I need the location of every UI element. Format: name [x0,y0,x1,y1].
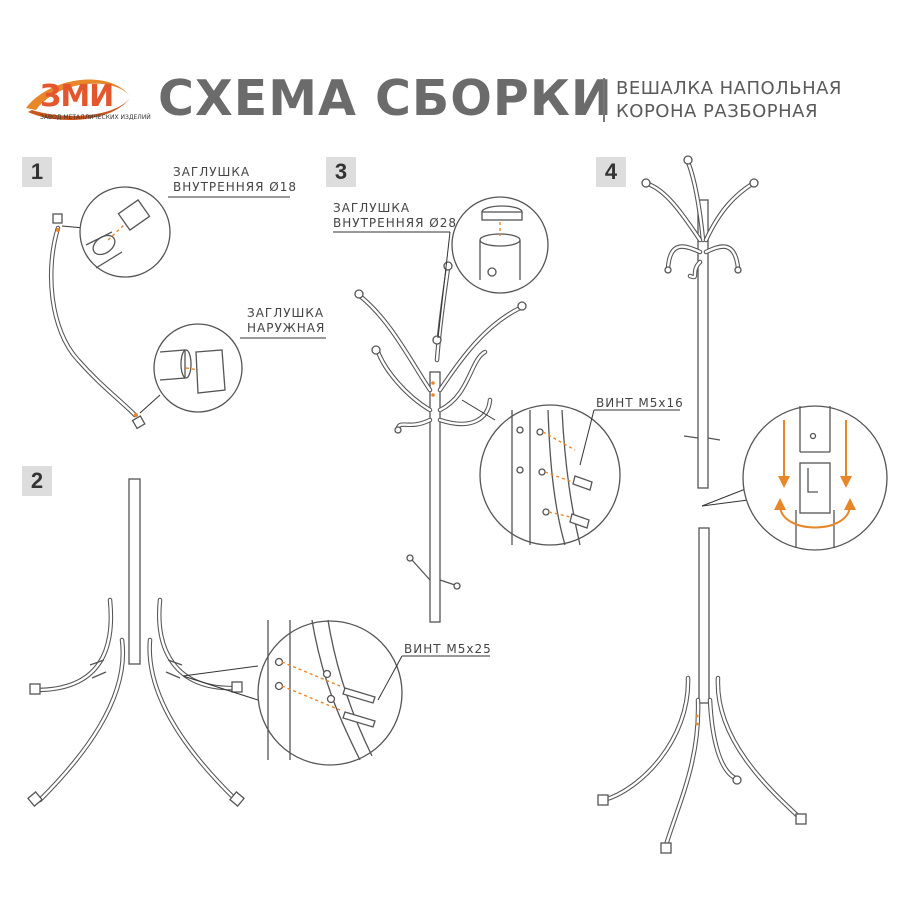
product-name-line1: ВЕШАЛКА НАПОЛЬНАЯ [616,78,842,99]
logo-subtext: ЗАВОД МЕТАЛЛИЧЕСКИХ ИЗДЕЛИЙ [40,114,151,121]
callout-outer-cap [139,323,326,414]
logo-swoosh [26,79,130,121]
label-outer-cap-line2: НАРУЖНАЯ [247,321,326,335]
page-title: СХЕМА СБОРКИ [158,70,613,127]
screw-m5x16-a [572,475,593,491]
pole-bottom-section [698,527,710,704]
step-2-badge: 2 [22,466,52,496]
callout-pole-join [701,405,888,551]
label-inner-cap-28-line1: ЗАГЛУШКА [333,201,411,215]
callout-screw-m5x25 [257,619,490,766]
step-3-crown [354,261,527,623]
outer-cap-detail [195,349,226,394]
screw-m5x25-bottom [342,711,376,728]
callout-screw-m5x16 [461,399,680,546]
label-screw-m5x16: ВИНТ М5х16 [596,396,684,410]
pole-lower [128,478,141,665]
screw-m5x25-top [342,687,376,704]
callout-inner-cap-28 [333,196,549,339]
label-inner-cap-28-line2: ВНУТРЕННЯЯ Ø28 [333,216,457,230]
brand-logo: ЗМИ ЗАВОД МЕТАЛЛИЧЕСКИХ ИЗДЕЛИЙ [18,68,151,128]
pole-upper [429,371,441,623]
label-screw-m5x25: ВИНТ М5х25 [404,642,492,656]
inner-cap-18-small [52,213,63,224]
step-4-upper-section [641,155,759,489]
label-inner-cap-18-line1: ЗАГЛУШКА [173,165,251,179]
label-inner-cap-18-line2: ВНУТРЕННЯЯ Ø18 [173,180,297,194]
label-outer-cap-line1: ЗАГЛУШКА [247,306,325,320]
product-name-line2: КОРОНА РАЗБОРНАЯ [616,101,818,122]
step-3-badge: 3 [326,157,356,187]
step-1-hook-arm [49,213,146,430]
inner-cap-18-detail [117,199,151,231]
pole-top-section [697,199,709,489]
step-4-badge: 4 [596,157,626,187]
step-2-base [27,478,259,807]
screw-m5x16-b [569,513,590,529]
step-1-badge: 1 [22,157,52,187]
logo-text: ЗМИ [40,79,114,114]
outer-cap-small [131,415,146,430]
step-4-base-section [597,527,807,854]
callout-inner-cap-18 [61,186,290,278]
header-divider [603,78,605,122]
